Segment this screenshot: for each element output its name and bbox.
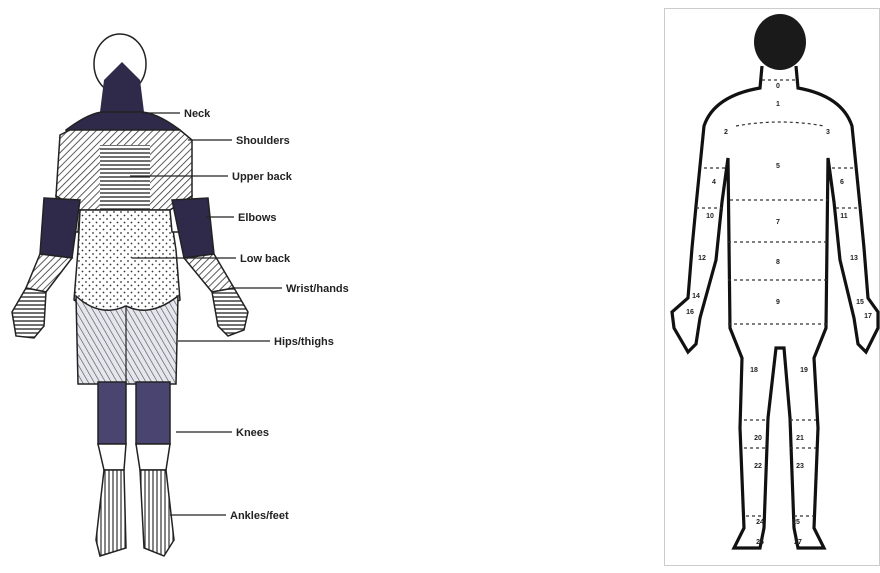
region-13: 13 [850,255,858,262]
region-0: 0 [776,83,780,90]
region-18: 18 [750,367,758,374]
right-elbow-region [172,198,214,258]
numbered-body-map: 0 1 2 3 4 5 6 7 8 9 10 11 12 13 14 15 16… [664,8,880,566]
region-5: 5 [776,163,780,170]
region-19: 19 [800,367,808,374]
region-24: 24 [756,519,764,526]
numbered-body-svg: 0 1 2 3 4 5 6 7 8 9 10 11 12 13 14 15 16… [664,8,880,566]
region-4: 4 [712,179,716,186]
label-wrist-hands: Wrist/hands [286,283,349,295]
region-23: 23 [796,463,804,470]
region-9: 9 [776,299,780,306]
label-elbows: Elbows [238,212,277,224]
region-2: 2 [724,129,728,136]
label-hips-thighs: Hips/thighs [274,336,334,348]
region-22: 22 [754,463,762,470]
region-6: 6 [840,179,844,186]
body-regions-svg: Neck Shoulders Upper back Elbows Low bac… [0,0,420,568]
label-neck: Neck [184,108,211,120]
label-shoulders: Shoulders [236,135,290,147]
left-elbow-region [40,198,80,258]
left-knee-region [98,382,126,444]
region-20: 20 [754,435,762,442]
region-21: 21 [796,435,804,442]
left-body-outline [12,34,248,556]
label-low-back: Low back [240,253,291,265]
right-ankle-region [140,470,174,556]
region-26: 26 [756,539,764,546]
label-knees: Knees [236,427,269,439]
label-ankles-feet: Ankles/feet [230,510,289,522]
label-upper-back: Upper back [232,171,293,183]
region-15: 15 [856,299,864,306]
region-16: 16 [686,309,694,316]
region-8: 8 [776,259,780,266]
hips-thighs-region [76,296,178,384]
region-12: 12 [698,255,706,262]
region-7: 7 [776,219,780,226]
head-region [754,14,806,70]
region-10: 10 [706,213,714,220]
region-27: 27 [794,539,802,546]
right-knee-region [136,382,170,444]
region-11: 11 [840,213,848,220]
region-17: 17 [864,313,872,320]
region-25: 25 [792,519,800,526]
left-ankle-region [96,470,126,556]
region-14: 14 [692,293,700,300]
region-1: 1 [776,101,780,108]
region-3: 3 [826,129,830,136]
body-regions-diagram: Neck Shoulders Upper back Elbows Low bac… [0,0,420,568]
